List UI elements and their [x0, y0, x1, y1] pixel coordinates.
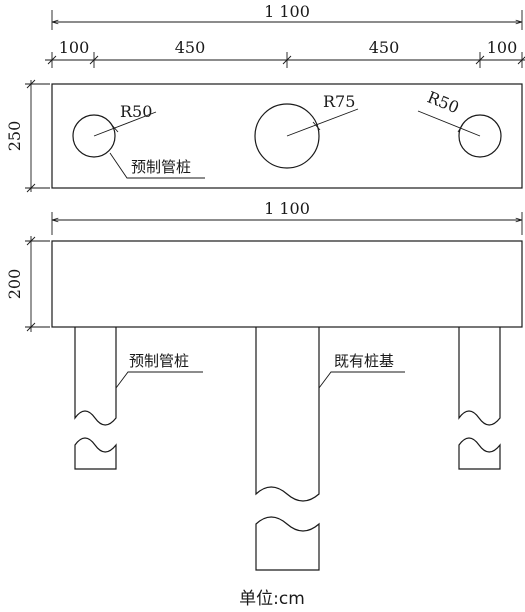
plan-seg-dim-2: 450 — [175, 38, 206, 57]
plan-precast-pile-label: 预制管桩 — [131, 158, 191, 176]
right-radius-leader — [417, 110, 481, 137]
left-radius-leader — [93, 111, 157, 137]
plan-seg-dim-3: 450 — [369, 38, 400, 57]
plan-view: 1 100 100 450 450 100 250 — [5, 2, 525, 193]
plan-overall-dim-text: 1 100 — [264, 2, 310, 21]
elevation-overall-dim-text: 1 100 — [264, 199, 310, 218]
left-pile-circle — [72, 114, 116, 158]
center-existing-pile-elevation — [255, 327, 320, 571]
right-pile-circle — [458, 114, 502, 158]
pile-cap-plan-outline — [51, 83, 523, 189]
pile-cap-elevation — [51, 240, 523, 328]
elevation-existing-pile-leader — [318, 371, 405, 389]
plan-overall-dimension: 1 100 — [51, 2, 523, 30]
center-radius-leader — [286, 108, 359, 137]
elevation-precast-pile-label: 预制管桩 — [129, 352, 189, 370]
left-precast-pile-elevation — [74, 327, 117, 470]
center-pile-circle — [254, 103, 320, 169]
plan-pile-label-leader — [109, 152, 205, 179]
plan-height-dimension: 250 — [5, 79, 50, 193]
elevation-existing-pile-label: 既有桩基 — [334, 352, 394, 370]
plan-height-dim-text: 250 — [5, 121, 24, 152]
plan-seg-dim-4: 100 — [487, 38, 518, 57]
plan-segment-dimensions: 100 450 450 100 — [45, 38, 525, 68]
unit-label: 单位:cm — [239, 589, 305, 609]
right-precast-pile-elevation — [458, 327, 501, 470]
elevation-view: 1 100 200 预制管桩 — [5, 199, 523, 571]
left-radius-label: R50 — [120, 102, 152, 121]
right-radius-label: R50 — [425, 87, 462, 117]
elevation-overall-dimension: 1 100 — [51, 199, 523, 235]
elevation-height-dim-text: 200 — [5, 269, 24, 300]
center-radius-label: R75 — [323, 92, 355, 111]
elevation-pile-label-leader — [115, 371, 203, 389]
elevation-height-dimension: 200 — [5, 236, 50, 332]
plan-seg-dim-1: 100 — [59, 38, 90, 57]
